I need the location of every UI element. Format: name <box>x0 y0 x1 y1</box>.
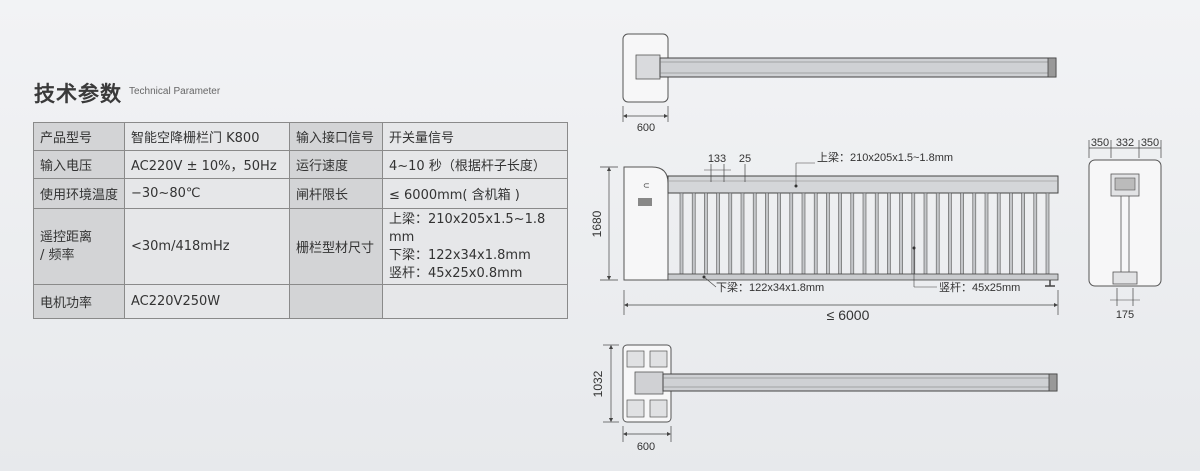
picket <box>826 192 830 275</box>
table-row: 产品型号 智能空降栅栏门 K800 输入接口信号 开关量信号 <box>33 122 568 151</box>
spec-value: −30~80℃ <box>124 178 290 209</box>
picket <box>691 192 696 275</box>
table-row: 输入电压 AC220V ± 10%，50Hz 运行速度 4~10 秒（根据杆子长… <box>33 150 568 179</box>
table-row: 使用环境温度 −30~80℃ 闸杆限长 ≤ 6000mm( 含机箱 ) <box>33 178 568 209</box>
bottom-view-drawing: 1032 600 <box>591 344 1058 453</box>
picket <box>923 192 928 275</box>
upper-beam <box>667 175 1059 194</box>
top-view-motor <box>635 54 661 80</box>
front-view-cabinet <box>623 166 669 281</box>
picket <box>960 192 964 275</box>
picket <box>777 192 781 275</box>
bottom-view-motor <box>634 371 664 395</box>
section-subtitle: Technical Parameter <box>129 86 221 97</box>
cabinet-panel-icon <box>638 198 652 206</box>
picket <box>887 192 891 275</box>
side-view-drawing: 350 332 350 175 <box>1088 137 1162 321</box>
table-row: 电机功率 AC220V250W <box>33 284 568 319</box>
front-view-drawing: ⊂ 1680 ≤ 6000 133 25 上梁：210x205x1.5~1.8m… <box>590 150 1059 323</box>
picket <box>838 192 842 275</box>
vertical-pickets <box>679 192 1050 275</box>
picket <box>765 192 769 275</box>
picket <box>899 192 903 275</box>
picket <box>728 192 733 275</box>
picket <box>679 192 684 275</box>
picket <box>911 192 916 275</box>
dim-side-c: 350 <box>1141 137 1159 149</box>
picket <box>789 192 794 275</box>
spec-value-line: 上梁：210x205x1.5~1.8 mm <box>389 211 546 245</box>
picket <box>996 192 1001 275</box>
dim-top-width: 600 <box>637 122 655 134</box>
spec-table: 产品型号 智能空降栅栏门 K800 输入接口信号 开关量信号 输入电压 AC22… <box>33 122 568 319</box>
spec-key: 电机功率 <box>33 284 125 319</box>
picket <box>874 192 879 275</box>
picket <box>948 192 952 275</box>
dim-gap: 25 <box>739 153 751 165</box>
side-view-cabinet <box>1088 159 1162 287</box>
dim-side-b: 332 <box>1116 137 1134 149</box>
label-lower-beam: 下梁：122x34x1.8mm <box>716 280 824 294</box>
picket <box>813 192 818 275</box>
picket <box>850 192 855 275</box>
spec-value-line: 下梁：122x34x1.8mm <box>389 247 531 263</box>
spec-value-line: 竖杆：45x25x0.8mm <box>389 265 523 281</box>
picket <box>935 192 940 275</box>
label-upper-beam: 上梁：210x205x1.5~1.8mm <box>817 150 953 164</box>
dim-side-a: 350 <box>1091 137 1109 149</box>
dim-front-height: 1680 <box>590 210 604 237</box>
dim-bottom-height: 1032 <box>591 370 605 397</box>
picket <box>984 192 989 275</box>
top-view-boom-end <box>1047 57 1057 78</box>
spec-key: 使用环境温度 <box>33 178 125 209</box>
spec-value: ≤ 6000mm( 含机箱 ) <box>382 178 568 209</box>
spec-key-line: / 频率 <box>40 247 75 263</box>
side-view-base <box>1112 271 1138 285</box>
picket <box>1021 192 1025 275</box>
spec-key: 闸杆限长 <box>289 178 383 209</box>
spec-value: 开关量信号 <box>382 122 568 151</box>
picket <box>972 192 977 275</box>
spec-value: 智能空降栅栏门 K800 <box>124 122 290 151</box>
dim-side-bottom: 175 <box>1116 309 1134 321</box>
spec-value: 上梁：210x205x1.5~1.8 mm 下梁：122x34x1.8mm 竖杆… <box>382 208 568 285</box>
dim-bottom-width: 600 <box>637 441 655 453</box>
spec-key: 输入电压 <box>33 150 125 179</box>
spec-key: 输入接口信号 <box>289 122 383 151</box>
picket <box>801 192 806 275</box>
dim-pitch: 133 <box>708 153 726 165</box>
picket <box>862 192 867 275</box>
top-view-boom <box>659 57 1057 78</box>
picket <box>740 192 745 275</box>
picket <box>1009 192 1013 275</box>
spec-value: <30m/418mHz <box>124 208 290 285</box>
label-vertical-bar: 竖杆：45x25mm <box>939 280 1020 294</box>
spec-value: AC220V250W <box>124 284 290 319</box>
spec-value: AC220V ± 10%，50Hz <box>124 150 290 179</box>
spec-key-line: 遥控距离 <box>40 229 93 245</box>
dim-front-length: ≤ 6000 <box>827 307 870 323</box>
section-title: 技术参数 <box>34 82 122 106</box>
spec-value <box>382 284 568 319</box>
cabinet-glyph: ⊂ <box>643 181 650 190</box>
picket <box>716 192 720 275</box>
picket <box>1045 192 1050 275</box>
spec-value: 4~10 秒（根据杆子长度） <box>382 150 568 179</box>
top-view-drawing: 600 <box>622 33 1057 134</box>
bottom-view-boom <box>662 373 1058 392</box>
spec-key <box>289 284 383 319</box>
lower-beam <box>667 273 1059 281</box>
picket <box>752 192 757 275</box>
spec-key: 遥控距离 / 频率 <box>33 208 125 285</box>
picket <box>1033 192 1038 275</box>
picket <box>704 192 708 275</box>
